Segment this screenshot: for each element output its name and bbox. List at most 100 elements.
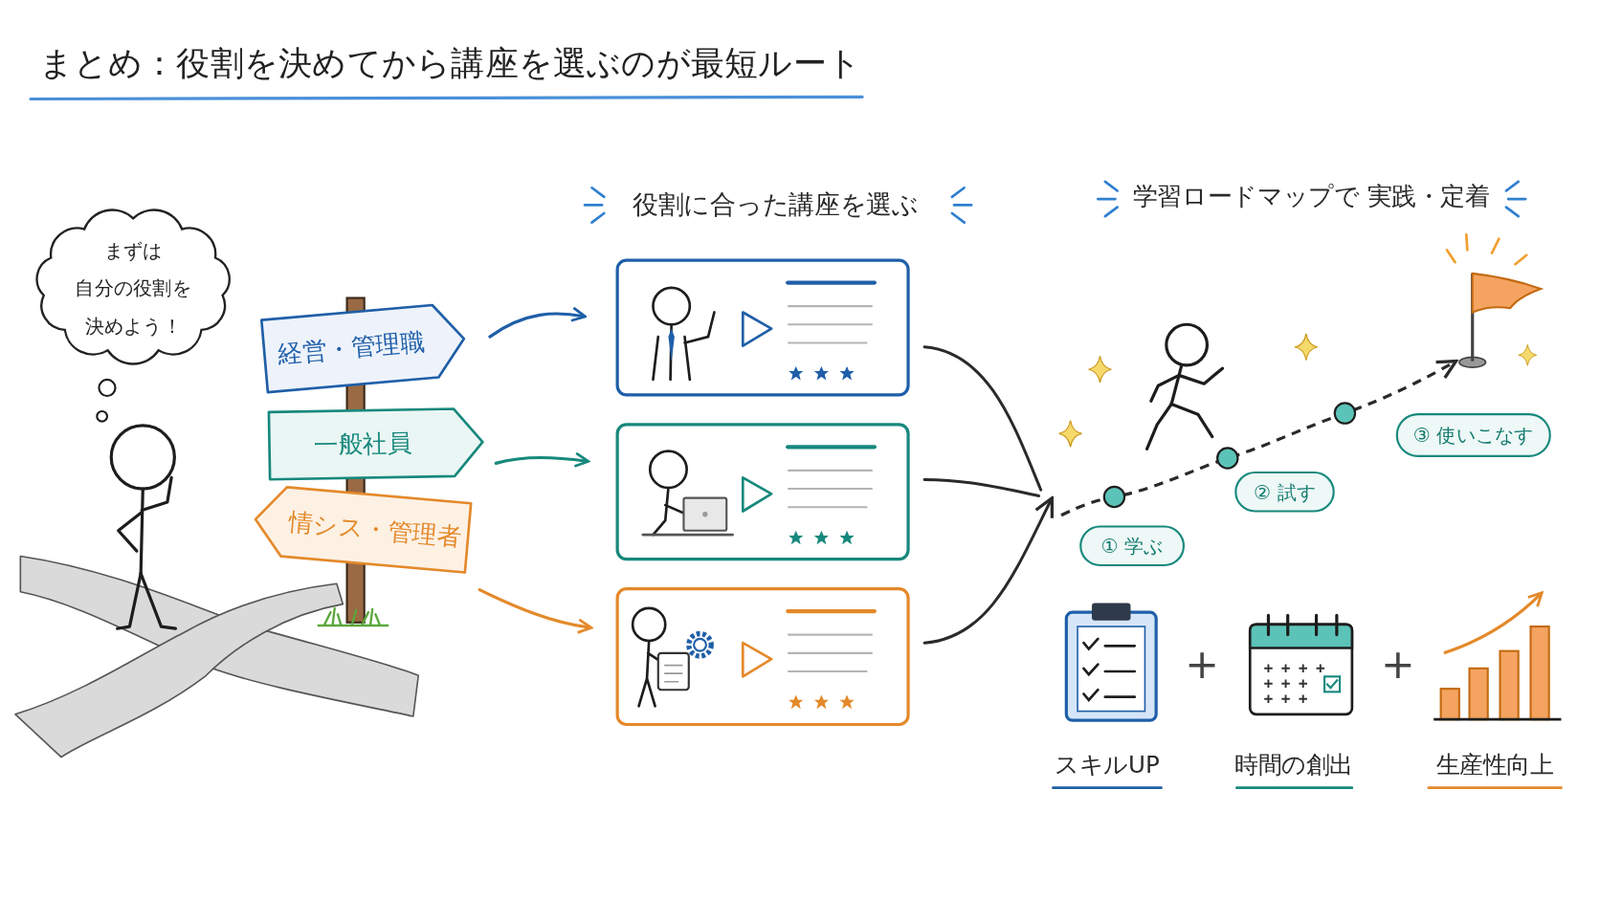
plus-sign: +	[947, 641, 1458, 689]
choice-arrow-part	[489, 313, 584, 337]
goal-flag-part	[1472, 273, 1541, 313]
pill-outline	[1397, 414, 1551, 457]
course-card-part	[814, 531, 829, 546]
growth-chart-icon-part	[1433, 718, 1561, 722]
sparkle-part	[1088, 355, 1112, 383]
growth-chart-icon-part	[1469, 668, 1489, 720]
stick-figure-part	[140, 574, 176, 630]
stick-figure-part	[98, 379, 115, 397]
header-accent-part	[1097, 181, 1117, 217]
course-card-part	[814, 366, 829, 381]
sign-outline	[261, 302, 467, 393]
course-card-part	[787, 280, 875, 285]
label-underline	[1052, 786, 1561, 790]
signpost-board: 情シス・管理者	[250, 482, 474, 575]
running-figure-part	[1151, 376, 1179, 402]
header-accent-part	[952, 187, 972, 223]
course-card-part	[839, 694, 854, 710]
running-figure-part	[1147, 403, 1173, 449]
roadmap-path	[1061, 362, 1455, 516]
signpost-pole-part	[318, 608, 389, 626]
course-card-part-part	[632, 608, 666, 642]
section-heading: 学習ロードマップで 実践・定着	[1056, 180, 1567, 214]
clipboard-icon-part	[1066, 612, 1156, 721]
course-card-part	[617, 589, 909, 726]
growth-chart-icon-part	[1500, 651, 1519, 720]
node-text: ② 試す	[1253, 480, 1316, 504]
sparkle	[1059, 333, 1537, 448]
course-card-part	[787, 635, 873, 672]
signpost-board: 一般社員	[266, 406, 486, 483]
choice-arrow-part	[495, 458, 587, 465]
pill-outline	[1235, 472, 1334, 512]
course-card-part	[643, 533, 734, 537]
stick-figure-part	[117, 574, 142, 630]
calendar-icon-part	[1264, 665, 1325, 705]
course-card-part-part	[685, 311, 715, 343]
step-pill: ③ 使いこなす	[1396, 413, 1552, 458]
calendar-icon-part	[1267, 615, 1336, 635]
course-card-part	[788, 531, 803, 546]
label-underline-part	[1052, 786, 1161, 790]
course-card-part	[617, 260, 909, 396]
course-card-part	[787, 444, 875, 449]
course-card-part	[664, 666, 683, 683]
stick-figure-part	[96, 411, 108, 423]
course-card-part	[814, 694, 829, 710]
sparkle-part	[1518, 344, 1537, 366]
course-card-part	[788, 694, 803, 710]
stick-figure-part	[111, 425, 175, 489]
course-card	[617, 424, 909, 560]
calendar-icon-part	[1326, 680, 1338, 689]
header-accent-part	[1506, 181, 1526, 217]
roadmap-path-part	[1217, 447, 1238, 468]
calendar-icon-part	[1249, 624, 1353, 715]
running-figure-part	[1166, 324, 1208, 366]
running-figure	[1147, 324, 1223, 449]
course-card-part	[742, 643, 772, 677]
sign-outline	[268, 408, 484, 480]
clipboard-icon-part	[1083, 639, 1098, 701]
calendar-icon	[1249, 615, 1353, 714]
clipboard-icon-part	[1077, 626, 1145, 712]
course-card-part	[787, 306, 873, 343]
plus-sign: +	[1142, 641, 1600, 689]
course-card-part	[617, 424, 909, 560]
roadmap-path-part	[1061, 362, 1455, 516]
section-heading: 役割に合った講座を選ぶ	[520, 187, 1031, 222]
merge-arrow	[924, 347, 1051, 644]
running-figure-part	[1171, 403, 1213, 437]
stick-figure-part	[118, 512, 143, 553]
stick-figure	[96, 379, 176, 629]
sparkle-part	[1294, 333, 1318, 361]
course-card-part-part	[652, 324, 689, 380]
stick-figure-part	[140, 488, 143, 575]
course-card-part	[693, 639, 707, 652]
stick-figure-part	[141, 477, 172, 511]
benefit-label: 生産性向上	[1240, 749, 1600, 781]
course-card-part	[683, 498, 727, 532]
crossroad-part	[15, 583, 343, 757]
course-card-part	[742, 477, 772, 512]
roadmap-path-part	[1104, 487, 1125, 508]
course-card-part	[688, 634, 712, 657]
diagram-title: まとめ：役割を決めてから講座を選ぶのが最短ルート	[39, 41, 862, 88]
course-card-part	[652, 288, 714, 380]
signpost-board: 経営・管理職	[259, 300, 469, 395]
clipboard-icon-part	[1105, 645, 1135, 697]
course-card-part	[667, 329, 674, 362]
course-card-part	[787, 609, 875, 614]
growth-chart-icon-part	[1441, 688, 1460, 720]
clipboard-icon	[1066, 603, 1156, 722]
roadmap-path-part	[1334, 402, 1356, 423]
course-card-part	[702, 511, 708, 517]
pill-outline	[1080, 527, 1184, 567]
node-text: ① 学ぶ	[1101, 534, 1164, 558]
step-pill: ② 試す	[1234, 471, 1335, 513]
step-pill: ① 学ぶ	[1079, 525, 1185, 567]
node-text: まずは 自分の役割を 決めよう！	[62, 231, 205, 345]
sparkle-part	[1059, 420, 1083, 447]
course-card	[617, 260, 909, 396]
running-figure-part	[1171, 365, 1182, 405]
